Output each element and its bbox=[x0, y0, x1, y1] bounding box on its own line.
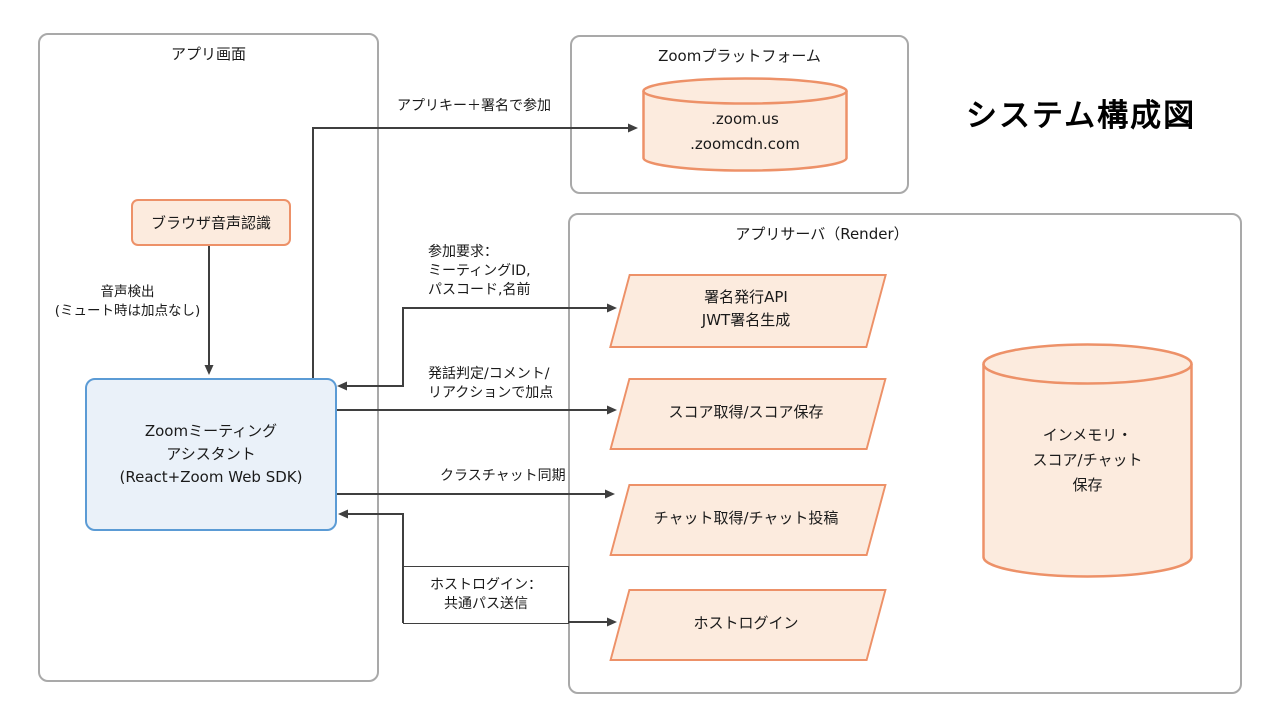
memory-store-line-3: 保存 bbox=[1072, 476, 1103, 494]
score-line-1: 発話判定/コメント/ bbox=[428, 366, 550, 382]
container-title-zoom-platform: Zoomプラットフォーム bbox=[658, 47, 821, 65]
score-api-label: スコア取得/スコア保存 bbox=[668, 402, 824, 421]
memory-store-line-1: インメモリ・ bbox=[1042, 426, 1133, 444]
label-join-request: 参加要求： ミーティングID, パスコード,名前 bbox=[428, 243, 531, 300]
zoom-domain-line-1: .zoom.us bbox=[711, 110, 779, 128]
node-browser-voice-label: ブラウザ音声認識 bbox=[150, 214, 271, 232]
cylinder-shape bbox=[982, 343, 1193, 578]
voice-detect-line-2: (ミュート時は加点なし) bbox=[54, 303, 201, 319]
diagram-title: システム構成図 bbox=[966, 98, 1197, 134]
memory-store-line-2: スコア/チャット bbox=[1032, 451, 1143, 469]
host-login-api-label: ホストログイン bbox=[693, 613, 799, 632]
join-request-line-3: パスコード,名前 bbox=[428, 282, 531, 298]
node-browser-voice: ブラウザ音声認識 bbox=[131, 199, 291, 246]
container-app-screen: アプリ画面 bbox=[38, 33, 379, 682]
node-signature-api: 署名発行API JWT署名生成 bbox=[619, 274, 873, 344]
node-zoom-domains-cylinder: .zoom.us .zoomcdn.com bbox=[642, 77, 848, 172]
label-score: 発話判定/コメント/ リアクションで加点 bbox=[428, 365, 553, 403]
join-request-line-2: ミーティングID, bbox=[428, 263, 531, 279]
node-score-api: スコア取得/スコア保存 bbox=[619, 378, 873, 446]
host-login-line-2: 共通パス送信 bbox=[444, 596, 528, 612]
label-chat-sync: クラスチャット同期 bbox=[440, 468, 566, 484]
zoom-domains-text: .zoom.us .zoomcdn.com bbox=[642, 107, 848, 157]
cylinder-shape bbox=[642, 77, 848, 172]
node-chat-api: チャット取得/チャット投稿 bbox=[619, 484, 873, 552]
signature-api-line-1: 署名発行API bbox=[704, 288, 788, 306]
signature-api-line-2: JWT署名生成 bbox=[701, 311, 791, 329]
host-login-line-1: ホストログイン： bbox=[430, 577, 542, 593]
join-request-line-1: 参加要求： bbox=[428, 244, 498, 260]
node-memory-store-cylinder: インメモリ・ スコア/チャット 保存 bbox=[982, 343, 1193, 578]
container-title-app-server: アプリサーバ（Render） bbox=[735, 225, 909, 243]
container-title-app-screen: アプリ画面 bbox=[170, 45, 246, 63]
node-zoom-meeting-assistant: Zoomミーティング アシスタント (React+Zoom Web SDK) bbox=[85, 378, 337, 531]
score-line-2: リアクションで加点 bbox=[428, 385, 554, 401]
assistant-line-2: アシスタント bbox=[166, 445, 256, 463]
label-join-zoom: アプリキー＋署名で参加 bbox=[397, 98, 551, 114]
label-voice-detect: 音声検出 (ミュート時は加点なし) bbox=[40, 283, 215, 321]
chat-api-label: チャット取得/チャット投稿 bbox=[653, 508, 839, 527]
memory-store-text: インメモリ・ スコア/チャット 保存 bbox=[982, 423, 1193, 498]
node-host-login-api: ホストログイン bbox=[619, 589, 873, 657]
assistant-line-3: (React+Zoom Web SDK) bbox=[119, 468, 303, 486]
assistant-line-1: Zoomミーティング bbox=[144, 422, 278, 440]
label-host-login: ホストログイン： 共通パス送信 bbox=[403, 566, 569, 624]
zoom-domain-line-2: .zoomcdn.com bbox=[690, 135, 800, 153]
voice-detect-line-1: 音声検出 bbox=[100, 284, 155, 300]
